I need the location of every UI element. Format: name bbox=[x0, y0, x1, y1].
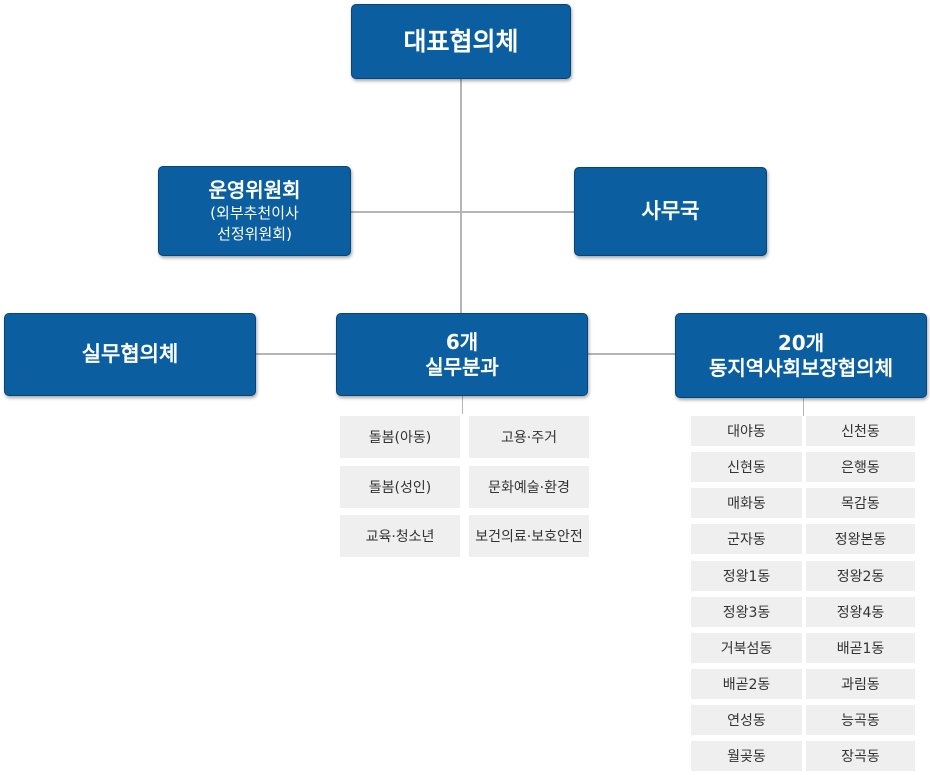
dong-item: 매화동 bbox=[691, 488, 802, 518]
dong-item: 배곧2동 bbox=[691, 669, 802, 699]
subcommittee-item: 교육·청소년 bbox=[340, 515, 460, 557]
dong-councils-count: 20개 bbox=[777, 330, 825, 355]
dong-item: 정왕3동 bbox=[691, 597, 802, 627]
dong-item: 월곶동 bbox=[691, 741, 802, 771]
dong-councils-label: 동지역사회보장협의체 bbox=[709, 355, 893, 380]
dong-item: 은행동 bbox=[806, 452, 915, 482]
connector-main-vertical bbox=[460, 78, 462, 314]
dong-item: 정왕1동 bbox=[691, 561, 802, 591]
subcommittee-item: 보건의료·보호안전 bbox=[469, 515, 589, 557]
subcommittees-count: 6개 bbox=[445, 329, 479, 354]
subcommittee-item: 고용·주거 bbox=[469, 416, 589, 458]
dong-item: 거북섬동 bbox=[691, 633, 802, 663]
top-council-node: 대표협의체 bbox=[351, 4, 571, 79]
subcommittee-item: 돌봄(아동) bbox=[340, 416, 460, 458]
steering-committee-node: 운영위원회 (외부추천이사 선정위원회) bbox=[158, 166, 351, 256]
connector-committee-office bbox=[351, 211, 574, 213]
dong-item: 능곡동 bbox=[806, 705, 915, 735]
dong-item: 군자동 bbox=[691, 524, 802, 554]
steering-committee-label: 운영위원회 bbox=[208, 178, 301, 203]
subcommittee-item: 돌봄(성인) bbox=[340, 466, 460, 508]
dong-councils-node: 20개 동지역사회보장협의체 bbox=[675, 313, 927, 398]
subcommittee-item: 문화예술·환경 bbox=[469, 466, 589, 508]
secretariat-node: 사무국 bbox=[574, 167, 767, 256]
working-council-node: 실무협의체 bbox=[4, 313, 256, 396]
dong-item: 배곧1동 bbox=[806, 633, 915, 663]
secretariat-label: 사무국 bbox=[641, 199, 700, 224]
dong-item: 대야동 bbox=[691, 416, 802, 446]
subcommittees-node: 6개 실무분과 bbox=[336, 313, 588, 396]
dong-item: 연성동 bbox=[691, 705, 802, 735]
dong-item: 정왕본동 bbox=[806, 524, 915, 554]
top-council-label: 대표협의체 bbox=[403, 26, 519, 56]
connector-subcommittee-list bbox=[462, 396, 463, 414]
dong-item: 정왕2동 bbox=[806, 561, 915, 591]
dong-item: 정왕4동 bbox=[806, 597, 915, 627]
dong-item: 장곡동 bbox=[806, 741, 915, 771]
dong-item: 신현동 bbox=[691, 452, 802, 482]
subcommittees-label: 실무분과 bbox=[425, 354, 499, 379]
dong-item: 신천동 bbox=[806, 416, 915, 446]
steering-committee-sub1: (외부추천이사 bbox=[210, 204, 299, 223]
steering-committee-sub2: 선정위원회) bbox=[217, 224, 292, 243]
working-council-label: 실무협의체 bbox=[81, 342, 179, 367]
connector-dong-list bbox=[803, 398, 804, 416]
dong-item: 목감동 bbox=[806, 488, 915, 518]
dong-item: 과림동 bbox=[806, 669, 915, 699]
